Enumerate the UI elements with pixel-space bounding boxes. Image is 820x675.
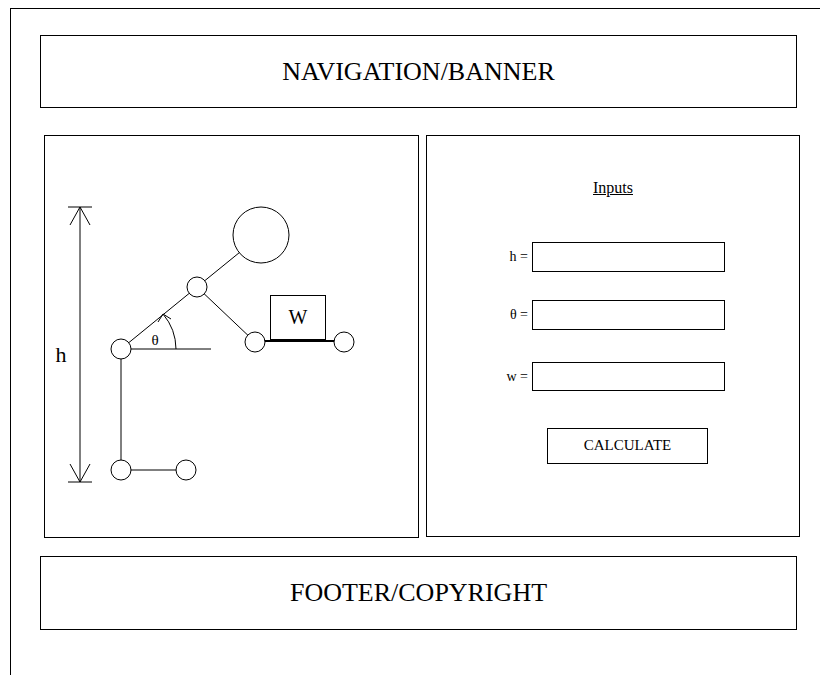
- reference-line: [131, 349, 211, 350]
- dimension-arrow: [70, 207, 90, 225]
- node-text: NAVIGATION/BANNER: [282, 57, 555, 87]
- input-label: h =: [510, 250, 528, 264]
- limb-line: [255, 340, 344, 342]
- head-circle: [233, 207, 289, 263]
- joint-circle: [176, 460, 196, 480]
- joint-circle: [245, 332, 265, 352]
- angle-arc: [163, 314, 176, 349]
- joint-circle: [111, 460, 131, 480]
- illustration-panel: [45, 136, 419, 538]
- weight-box: W: [270, 295, 326, 340]
- limb-line: [197, 287, 255, 342]
- page-edge: [10, 8, 820, 9]
- node-text: CALCULATE: [584, 437, 672, 454]
- angle-label: θ: [151, 333, 158, 348]
- calculate-button: CALCULATE: [547, 428, 708, 464]
- input-label: w =: [506, 370, 528, 384]
- joint-circle: [334, 332, 354, 352]
- node-text: Inputs: [593, 179, 633, 197]
- banner-box: NAVIGATION/BANNER: [40, 35, 797, 108]
- input-field: [533, 243, 725, 272]
- input-field: [533, 301, 725, 330]
- dimension-arrow: [70, 464, 90, 482]
- input-field: [533, 363, 725, 391]
- dimension-label: h: [56, 344, 67, 366]
- inputs-panel: InputsCALCULATE: [426, 135, 800, 537]
- footer-box: FOOTER/COPYRIGHT: [40, 556, 797, 630]
- joint-circle: [111, 339, 131, 359]
- dimension-line: [80, 207, 81, 482]
- input-label: θ =: [510, 308, 528, 322]
- joint-circle: [187, 277, 207, 297]
- page-edge: [10, 8, 11, 675]
- node-text: W: [289, 306, 308, 329]
- limb-line: [121, 349, 122, 470]
- angle-arrow: [158, 314, 171, 322]
- node-text: FOOTER/COPYRIGHT: [290, 578, 547, 608]
- limb-line: [121, 287, 197, 349]
